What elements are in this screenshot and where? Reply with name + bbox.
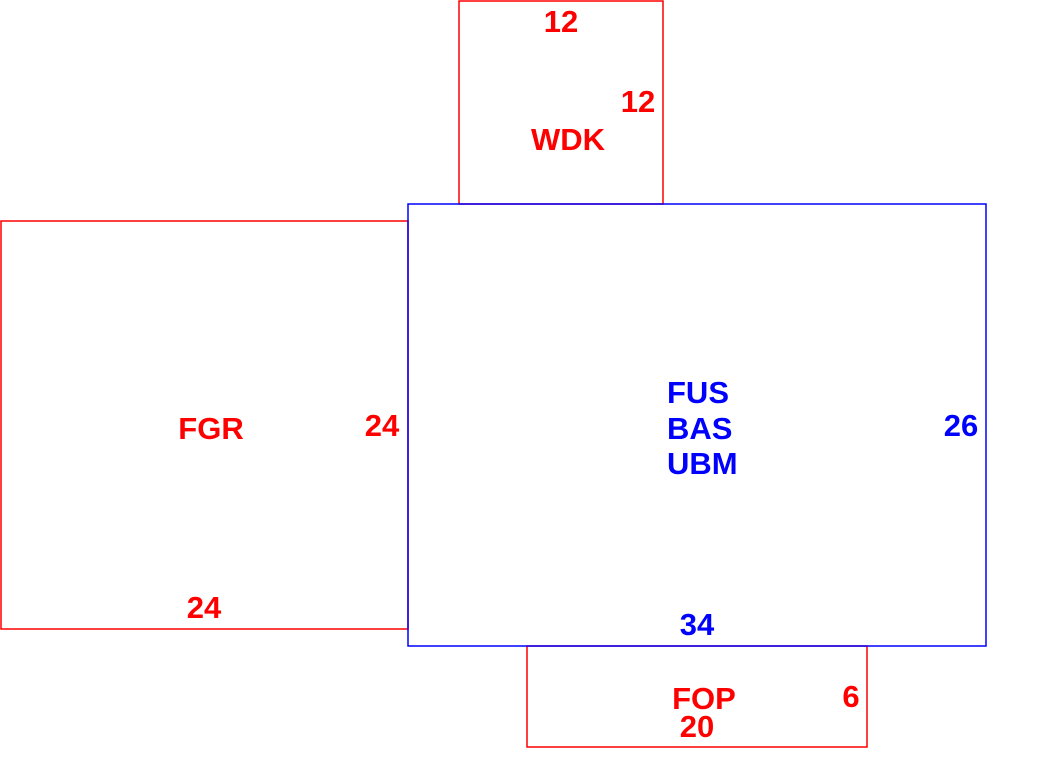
area-fop: FOP 6 20 <box>526 645 868 748</box>
wdk-dim-top: 12 <box>544 4 578 39</box>
main-dim-bottom: 34 <box>680 607 715 642</box>
fgr-dim-bottom: 24 <box>187 590 222 625</box>
area-wdk: 12 12 WDK <box>458 0 664 205</box>
fgr-dim-side: 24 <box>365 408 400 443</box>
area-fgr: FGR 24 24 <box>0 220 409 630</box>
fop-dim-side: 6 <box>842 679 859 714</box>
fop-dim-bottom: 20 <box>680 709 714 744</box>
main-label-1: FUS <box>667 375 729 410</box>
wdk-label: WDK <box>531 122 606 157</box>
main-label-2: BAS <box>667 411 732 446</box>
main-outline <box>407 203 987 647</box>
main-dim-side: 26 <box>944 408 978 443</box>
area-main: FUS BAS UBM 26 34 <box>407 203 987 647</box>
fop-label: FOP <box>672 681 736 716</box>
fgr-label: FGR <box>178 411 243 446</box>
wdk-dim-side: 12 <box>621 84 655 119</box>
main-label-3: UBM <box>667 446 738 481</box>
